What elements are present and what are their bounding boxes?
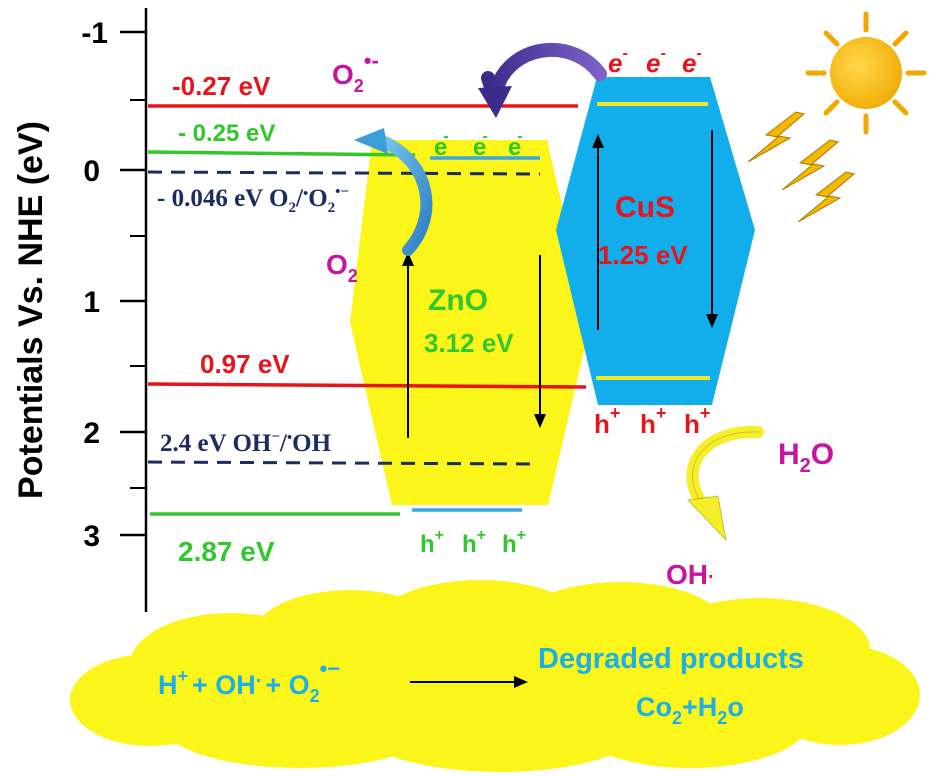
reaction-cloud <box>70 580 920 772</box>
up-arrow-head <box>592 134 604 148</box>
electron-transfer-arrow <box>481 43 607 103</box>
oh-redox-value: 2.4 eV OH−/•OH <box>160 429 332 457</box>
zno-holes: h+ h+ h+ <box>420 527 526 558</box>
cus-electrons: e- e- e- <box>608 45 702 78</box>
cus-gap: 1.25 eV <box>598 240 688 270</box>
sun-icon <box>805 11 927 135</box>
electron-transfer-arrow-head <box>478 86 512 118</box>
cus-holes: h+ h+ h+ <box>594 403 710 439</box>
cus-vb-level <box>147 382 587 389</box>
tick-label: 3 <box>83 520 100 553</box>
o2-redox-level <box>147 170 541 176</box>
h2o-label: H2O <box>778 438 834 477</box>
oh-radical-label: OH. <box>666 559 714 590</box>
hole: h+ <box>684 403 710 439</box>
cus-band-shape <box>556 77 755 405</box>
zno-cb-level <box>147 150 416 157</box>
tick-label: 2 <box>83 417 100 450</box>
o2-reduction-arrow-head <box>354 128 388 154</box>
cus-cb-value: -0.27 eV <box>172 71 271 101</box>
cus-vb-value: 0.97 eV <box>200 349 290 379</box>
zno-electrons: e- e- e- <box>434 128 523 161</box>
zno-name: ZnO <box>428 284 488 317</box>
hole: h+ <box>462 527 486 558</box>
oh-redox-level <box>147 460 531 466</box>
zno-excitation-arrows <box>402 252 546 438</box>
electron: e- <box>682 45 702 78</box>
down-arrow-head <box>706 314 718 328</box>
o2-radical-label: O2•- <box>332 48 379 96</box>
reaction-products-line1: Degraded products <box>538 643 804 675</box>
zno-vb-value: 2.87 eV <box>178 536 275 567</box>
zno-gap: 3.12 eV <box>424 328 514 358</box>
tick-label: 0 <box>83 155 100 188</box>
tick-label: 1 <box>83 286 100 319</box>
zno-cb-value: - 0.25 eV <box>178 120 275 147</box>
y-axis: -1 0 1 2 3 Potentials Vs. NHE (eV) <box>12 8 148 612</box>
y-axis-label: Potentials Vs. NHE (eV) <box>12 121 50 499</box>
down-arrow-head <box>534 414 546 428</box>
reaction-products-line2: Co2+H2o <box>636 692 744 728</box>
reaction-arrow-head <box>514 676 528 688</box>
oxidation-arrow-outline <box>691 431 759 501</box>
reaction-reactants: H++ OH.+ O2•− <box>158 656 340 706</box>
oxidation-arrow-head <box>686 495 727 542</box>
up-arrow-head <box>402 252 414 266</box>
hole: h+ <box>420 527 444 558</box>
cus-name: CuS <box>615 191 675 224</box>
electron: e- <box>434 128 449 161</box>
cus-excitation-arrows <box>592 130 718 330</box>
zno-band-shape <box>350 140 590 505</box>
hole: h+ <box>640 403 666 439</box>
electron: e- <box>473 128 488 161</box>
hole: h+ <box>502 527 526 558</box>
o2-label: O2 <box>326 249 358 286</box>
lightning-icon <box>747 111 856 223</box>
tick-label: -1 <box>81 17 108 50</box>
electron: e- <box>646 45 666 78</box>
electron: e- <box>508 128 523 161</box>
oxidation-arrow <box>686 425 764 506</box>
o2-redox-value: - 0.046 eV O2/•O2•− <box>157 184 349 216</box>
hole: h+ <box>594 403 620 439</box>
electron: e- <box>608 45 628 78</box>
o2-reduction-arrow <box>374 134 433 256</box>
